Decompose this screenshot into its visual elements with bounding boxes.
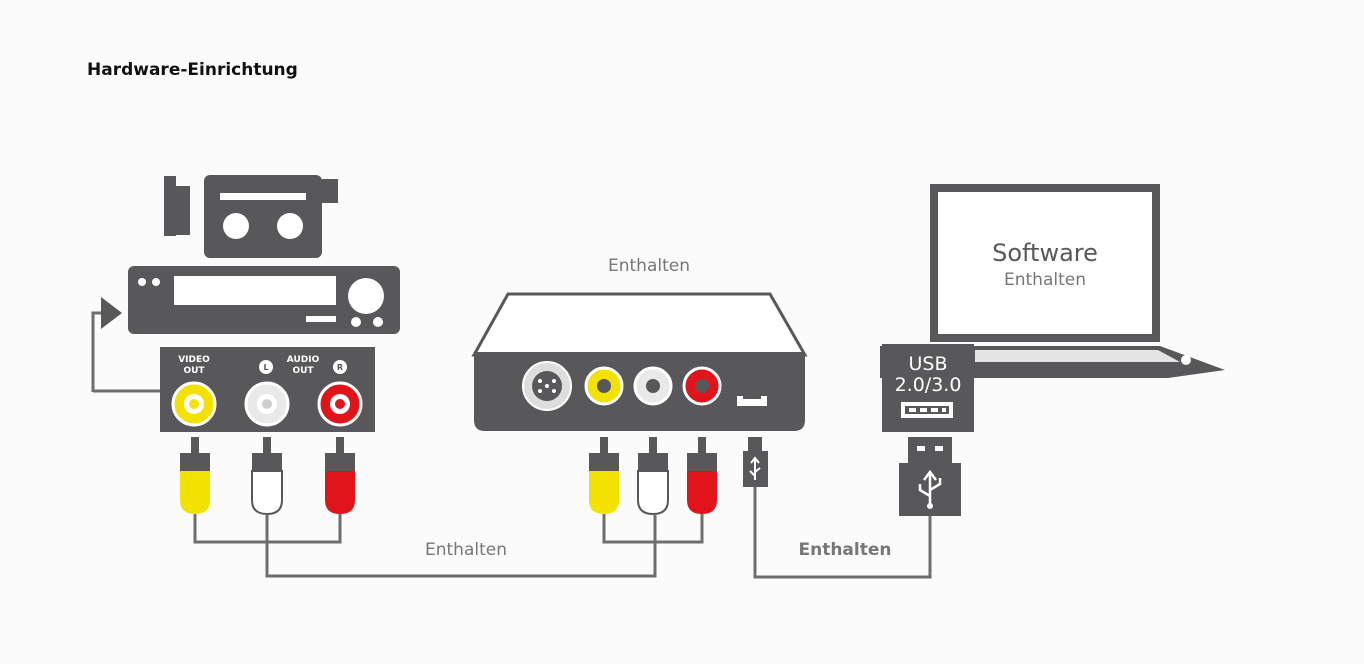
usb-label-line2: 2.0/3.0 <box>895 374 962 396</box>
usb-port-panel: USB 2.0/3.0 <box>882 344 974 432</box>
rca-plug-red-right <box>687 437 717 514</box>
mini-usb-plug <box>743 437 768 487</box>
rca-plug-white-left <box>251 437 283 516</box>
rca-plug-yellow-left <box>180 437 210 514</box>
grabber-caption: Enthalten <box>608 256 690 276</box>
video-out-label-line1: VIDEO <box>178 355 210 365</box>
left-channel-label: L <box>263 363 268 372</box>
rca-cable-caption: Enthalten <box>425 540 507 560</box>
camcorder-icon <box>164 175 338 258</box>
rca-cable <box>193 514 704 578</box>
video-grabber-device <box>471 292 808 431</box>
usb-label-line1: USB <box>908 353 947 375</box>
rca-plug-red-left <box>325 437 355 514</box>
video-out-label-line2: OUT <box>183 366 205 376</box>
vcr-player-icon <box>128 266 400 334</box>
laptop-caption: Enthalten <box>1004 270 1086 290</box>
usb-cable-caption: Enthalten <box>798 540 891 560</box>
rca-plug-white-right <box>637 437 669 516</box>
laptop-icon <box>880 184 1225 378</box>
right-channel-label: R <box>337 363 343 372</box>
usb-cable <box>753 487 932 579</box>
usb-a-plug <box>899 437 961 516</box>
page-title: Hardware-Einrichtung <box>87 60 298 80</box>
laptop-software-label: Software <box>992 239 1098 267</box>
rca-plug-yellow-right <box>589 437 619 514</box>
audio-out-label-line2: OUT <box>292 366 314 376</box>
audio-out-label-line1: AUDIO <box>287 355 320 365</box>
av-output-panel: VIDEO OUT L AUDIO OUT R <box>160 347 375 432</box>
